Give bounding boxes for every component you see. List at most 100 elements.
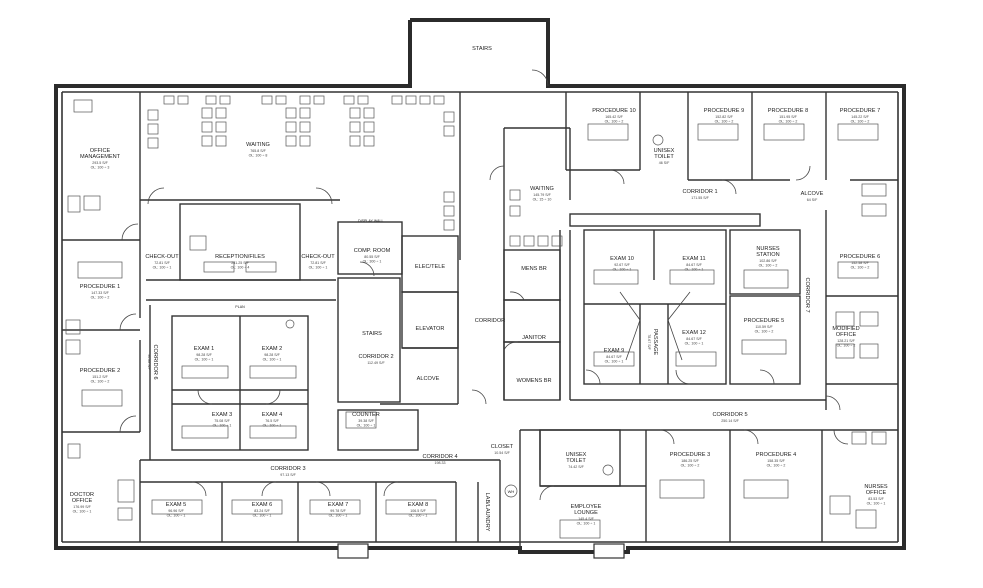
- room-name: MANAGEMENT: [80, 154, 121, 160]
- room-detail: 165.42 S/F: [605, 115, 623, 119]
- room-detail: 765.8 S/F: [250, 149, 266, 153]
- room-corridor-7: CORRIDOR 7: [804, 277, 810, 312]
- room-detail: 83.24 S/F: [254, 509, 270, 513]
- room-name: LAB/LAUNDRY: [484, 493, 490, 532]
- interior-walls: [62, 92, 898, 548]
- room-name: EXAM 5: [166, 502, 187, 508]
- room-exam-7: EXAM 799.78 S/FOL: 100 ÷ 1: [328, 502, 349, 518]
- room-detail: OL: 100 ÷ 2: [779, 120, 798, 124]
- room-corridor-3: CORRIDOR 397.13 S/F: [270, 466, 305, 477]
- room-detail: OL: 100 ÷ 2: [755, 330, 774, 334]
- room-detail: OL: 100 ÷ 1: [613, 268, 632, 272]
- room-detail: 84.67 S/F: [606, 355, 622, 359]
- room-janitor: JANITOR: [522, 335, 546, 341]
- exterior-walls: [54, 18, 906, 559]
- waiting-chairs: [147, 95, 563, 247]
- room-detail: 90.88 S/F: [147, 354, 151, 370]
- room-name: EXAM 9: [604, 348, 625, 354]
- room-furniture: [65, 99, 887, 539]
- room-detail: 110.59 S/F: [755, 325, 773, 329]
- room-name: EMPLOYEE: [571, 504, 602, 510]
- doors: [119, 69, 849, 501]
- room-name: OFFICE: [866, 490, 887, 496]
- room-detail: 112.49 S/F: [367, 361, 385, 365]
- room-name: STAIRS: [362, 331, 382, 337]
- room-name: NURSES: [756, 246, 780, 252]
- room-detail: 293.5 S/F: [92, 161, 108, 165]
- room-detail: OL: 100 ÷ 2: [767, 464, 786, 468]
- room-name: EXAM 11: [682, 256, 705, 262]
- room-detail: OL: 100 ÷ 2: [837, 344, 856, 348]
- room-name: STATION: [756, 252, 779, 258]
- water-heater-label: WH: [508, 489, 515, 494]
- room-name: ALCOVE: [417, 376, 440, 382]
- room-mens-br: MENS BR: [521, 266, 547, 272]
- room-detail: 98.28 S/F: [196, 353, 212, 357]
- room-detail: 99.78 S/F: [330, 509, 346, 513]
- room-name: OFFICE: [836, 332, 857, 338]
- room-name: DOCTOR: [70, 492, 94, 498]
- room-corridor-6: CORRIDOR 690.88 S/F: [147, 344, 158, 379]
- room-name: ELEVATOR: [416, 326, 445, 332]
- room-elec-tele: ELEC/TELE: [415, 264, 445, 270]
- room-name: PROCEDURE 6: [840, 254, 880, 260]
- room-name: COMP. ROOM: [354, 248, 391, 254]
- room-name: CORRIDOR: [475, 318, 505, 324]
- room-detail: 106.5 S/F: [410, 509, 426, 513]
- room-name: EXAM 7: [328, 502, 349, 508]
- room-name: EXAM 12: [682, 330, 706, 336]
- room-exam-5: EXAM 596.96 S/FOL: 100 ÷ 1: [166, 502, 187, 518]
- room-womens-br: WOMENS BR: [516, 378, 551, 384]
- room-name: STAIRS: [472, 46, 492, 52]
- room-detail: 46 S/F: [659, 161, 670, 165]
- room-detail: 152.58 S/F: [851, 261, 869, 265]
- room-detail: 10.54 S/F: [494, 451, 510, 455]
- room-detail: OL: 100 ÷ 1: [685, 342, 704, 346]
- room-name: LOUNGE: [574, 510, 598, 516]
- room-detail: 96.96 S/F: [168, 509, 184, 513]
- room-detail: 76.5 S/F: [265, 419, 279, 423]
- room-detail: OL: 15 ÷ 10: [533, 198, 552, 202]
- room-detail: 97.13 S/F: [280, 473, 296, 477]
- room-corridor: CORRIDOR: [475, 318, 505, 324]
- room-name: CORRIDOR 4: [422, 454, 457, 460]
- room-name: PASSAGE: [652, 329, 658, 356]
- room-name: EXAM 1: [194, 346, 215, 352]
- room-name: EXAM 4: [262, 412, 283, 418]
- room-detail: OL: 100 ÷ 1: [253, 514, 272, 518]
- room-detail: 250.14 S/F: [721, 419, 739, 423]
- room-detail: 151.2 S/F: [92, 375, 108, 379]
- room-detail: 198.33: [435, 461, 446, 465]
- room-name: WAITING: [246, 142, 270, 148]
- room-name: PROCEDURE 9: [704, 108, 744, 114]
- room-exam-6: EXAM 683.24 S/FOL: 100 ÷ 1: [252, 502, 273, 518]
- room-detail: OL: 100 ÷ 1: [213, 424, 232, 428]
- room-name: PROCEDURE 3: [670, 452, 710, 458]
- room-detail: OL: 100 ÷ 1: [867, 502, 886, 506]
- room-detail: 78.67 S/F: [647, 334, 651, 350]
- room-name: UNISEX: [654, 148, 675, 154]
- room-detail: 152.82 S/F: [715, 115, 733, 119]
- room-name: ALCOVE: [801, 191, 824, 197]
- room-name: CORRIDOR 2: [358, 354, 393, 360]
- room-detail: 64 S/F: [807, 198, 818, 202]
- room-detail: OL: 100 ÷ 2: [91, 296, 110, 300]
- room-elevator: ELEVATOR: [416, 326, 445, 332]
- display-wall-label: DISPLAY WALL: [358, 219, 384, 223]
- room-name: MODIFIED: [832, 326, 859, 332]
